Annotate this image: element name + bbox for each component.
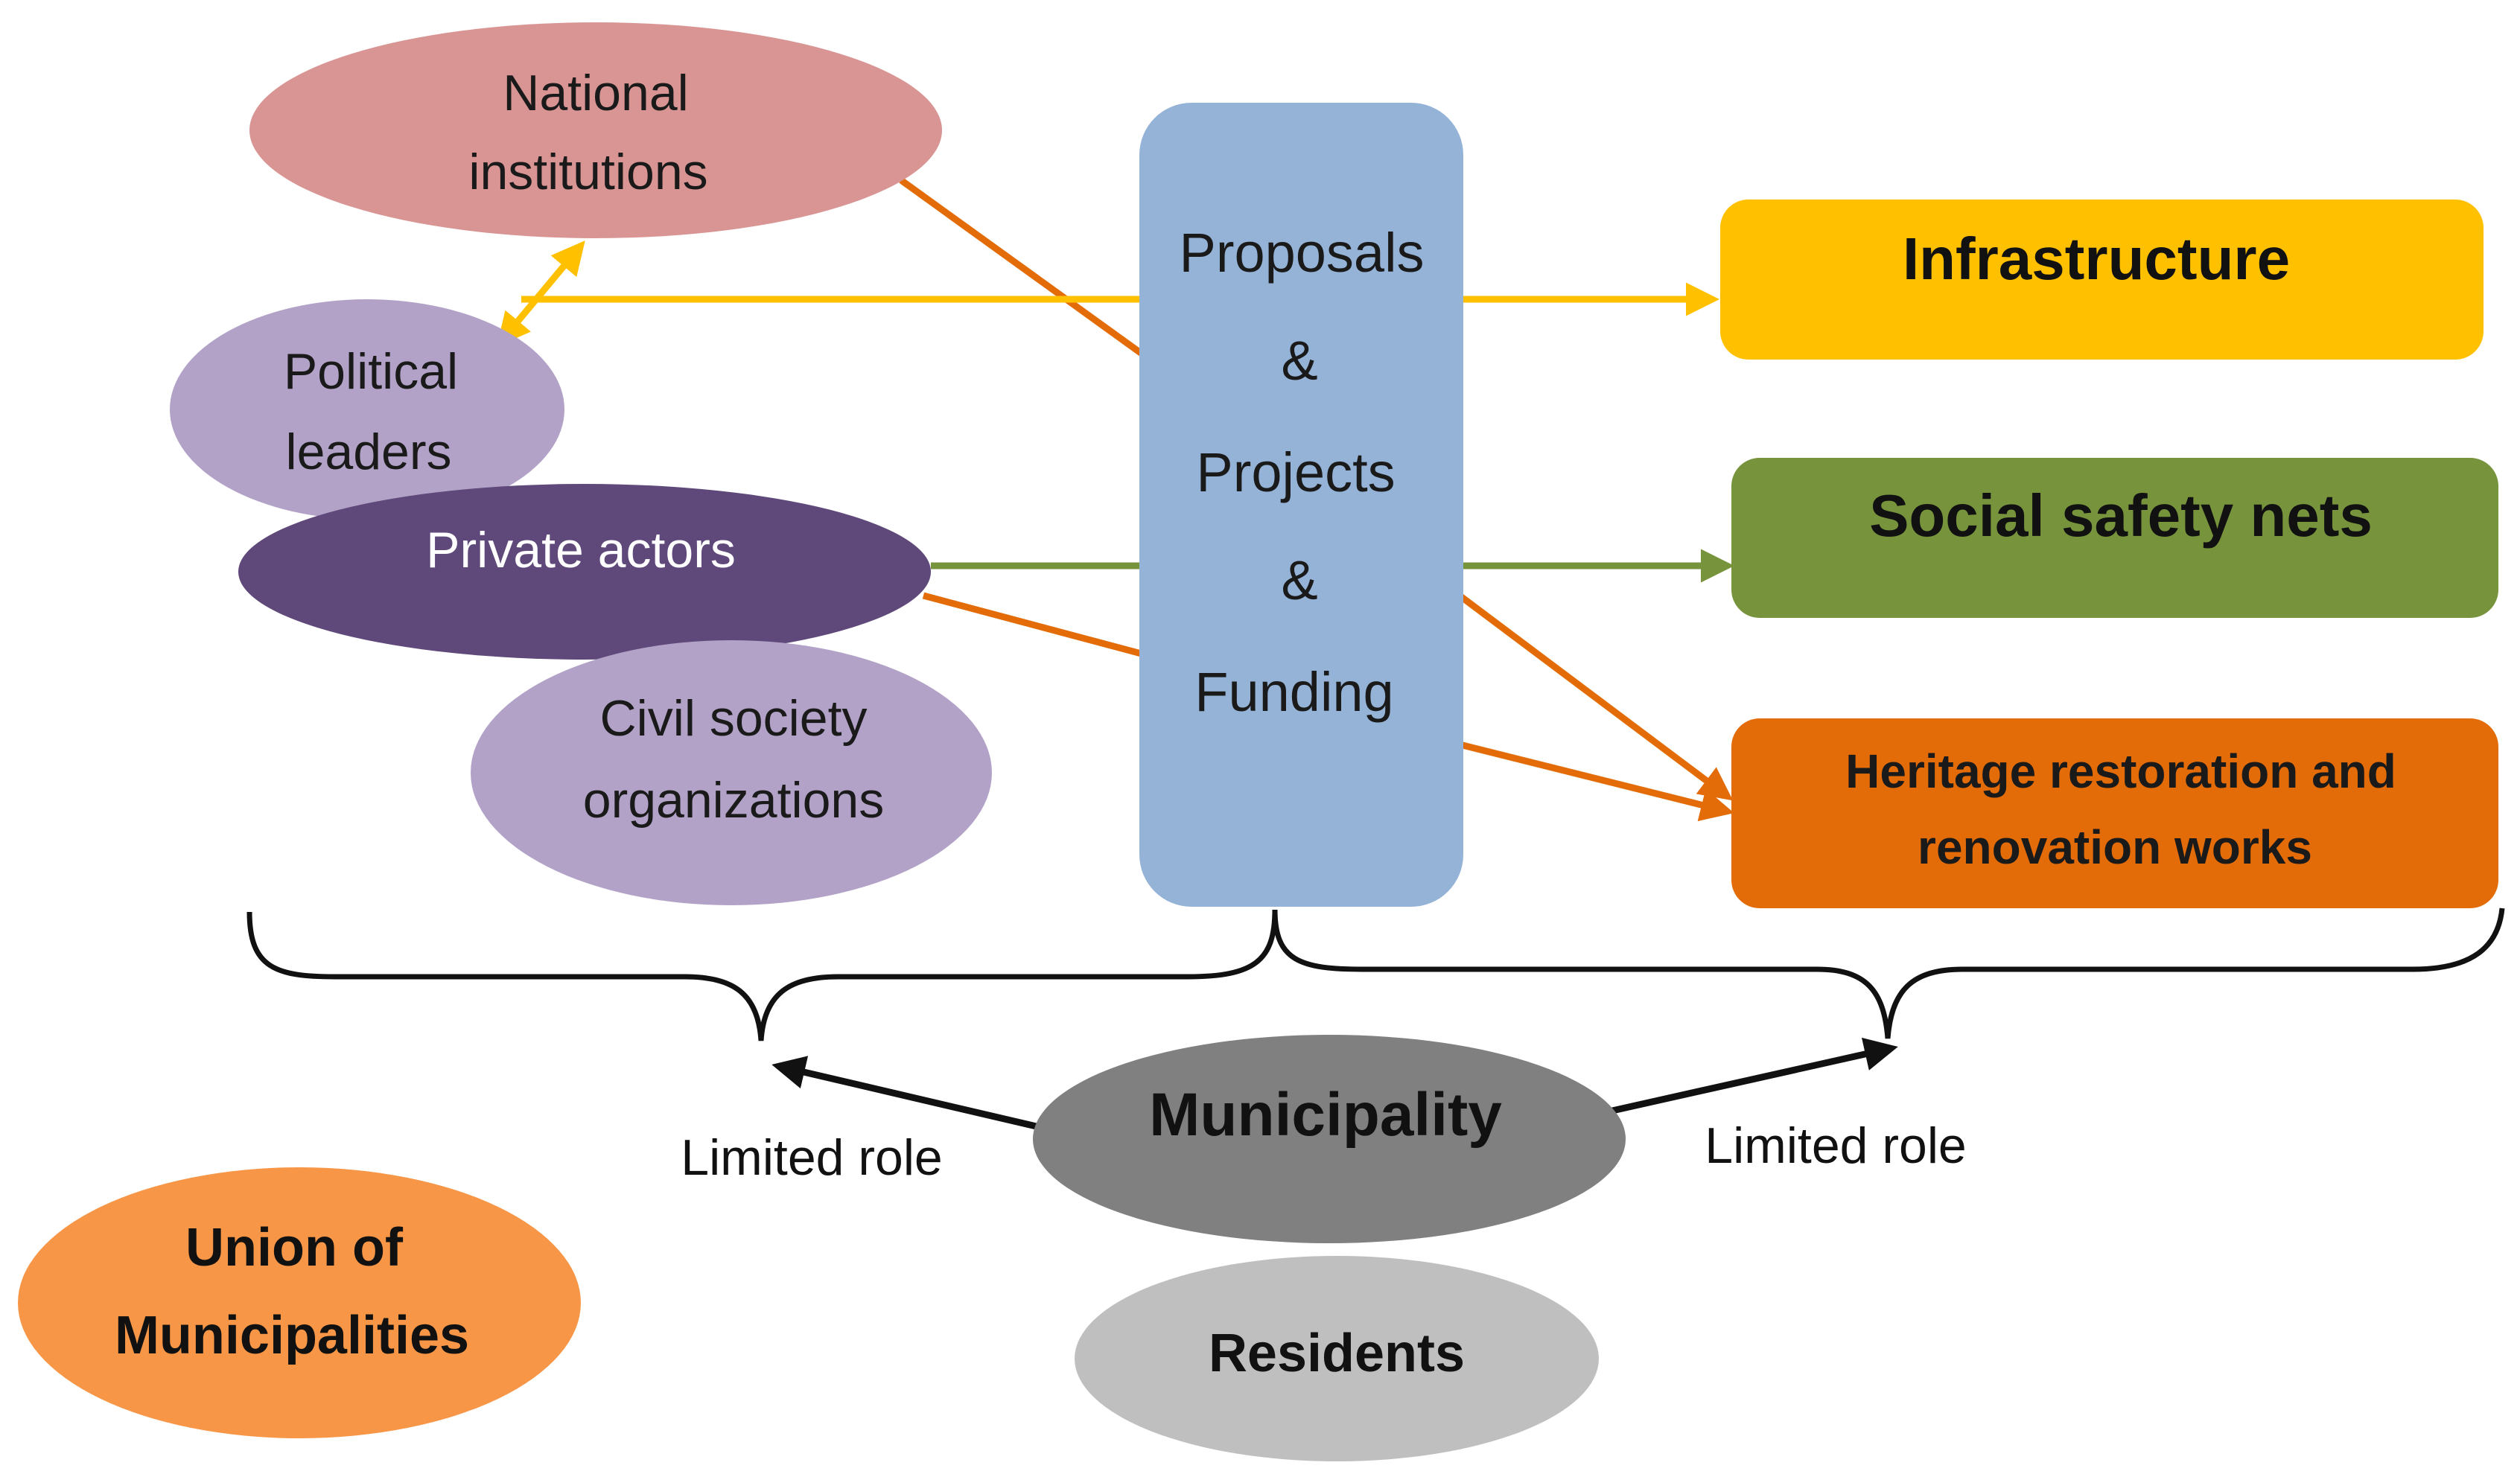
node-proposals-projects-funding: Proposals & Projects & Funding xyxy=(1139,103,1463,907)
box-social-safety-nets: Social safety nets xyxy=(1731,458,2498,618)
center-line-proposals: Proposals xyxy=(1179,222,1424,284)
limited-role-left-label: Limited role xyxy=(681,1129,943,1186)
heritage-line1: Heritage restoration and xyxy=(1845,744,2396,798)
node-civil-society: Civil society organizations xyxy=(471,640,992,905)
civil-society-line2: organizations xyxy=(583,772,884,829)
residents-label: Residents xyxy=(1209,1324,1465,1383)
left-brace xyxy=(246,909,1278,1041)
limited-role-right-label: Limited role xyxy=(1705,1117,1967,1174)
political-leaders-line2: leaders xyxy=(285,424,451,480)
union-line1: Union of xyxy=(185,1218,404,1277)
national-institutions-line2: institutions xyxy=(468,144,707,200)
box-heritage-restoration: Heritage restoration and renovation work… xyxy=(1731,718,2498,908)
arrow-municipality-right xyxy=(1611,1037,1898,1114)
arrow-national-to-center xyxy=(899,177,1149,360)
node-residents: Residents xyxy=(1075,1256,1599,1461)
arrow-center-to-heritage-1 xyxy=(1457,593,1734,801)
node-union-of-municipalities: Union of Municipalities xyxy=(18,1167,581,1438)
node-private-actors: Private actors xyxy=(238,484,931,660)
box-infrastructure: Infrastructure xyxy=(1720,200,2484,360)
arrow-municipality-left xyxy=(771,1056,1044,1132)
node-political-leaders: Political leaders xyxy=(170,299,564,520)
center-line-projects: Projects xyxy=(1196,441,1395,503)
node-municipality: Municipality xyxy=(1033,1035,1626,1243)
arrow-private-orange-to-center xyxy=(922,592,1148,659)
political-leaders-line1: Political xyxy=(284,343,458,400)
civil-society-line1: Civil society xyxy=(600,690,868,747)
union-line2: Municipalities xyxy=(115,1306,469,1365)
national-institutions-line1: National xyxy=(503,65,689,121)
social-safety-nets-label: Social safety nets xyxy=(1869,482,2373,549)
center-line-funding: Funding xyxy=(1194,661,1393,723)
arrow-political-national-double xyxy=(496,240,585,347)
arrow-center-to-heritage-2 xyxy=(1458,741,1734,822)
infrastructure-label: Infrastructure xyxy=(1903,226,2290,292)
private-actors-label: Private actors xyxy=(426,522,736,578)
municipality-label: Municipality xyxy=(1149,1081,1502,1149)
node-national-institutions: National institutions xyxy=(249,22,942,238)
heritage-line2: renovation works xyxy=(1918,820,2312,874)
center-line-amp1: & xyxy=(1281,330,1317,392)
right-brace xyxy=(1272,907,2505,1039)
center-line-amp2: & xyxy=(1281,549,1317,611)
